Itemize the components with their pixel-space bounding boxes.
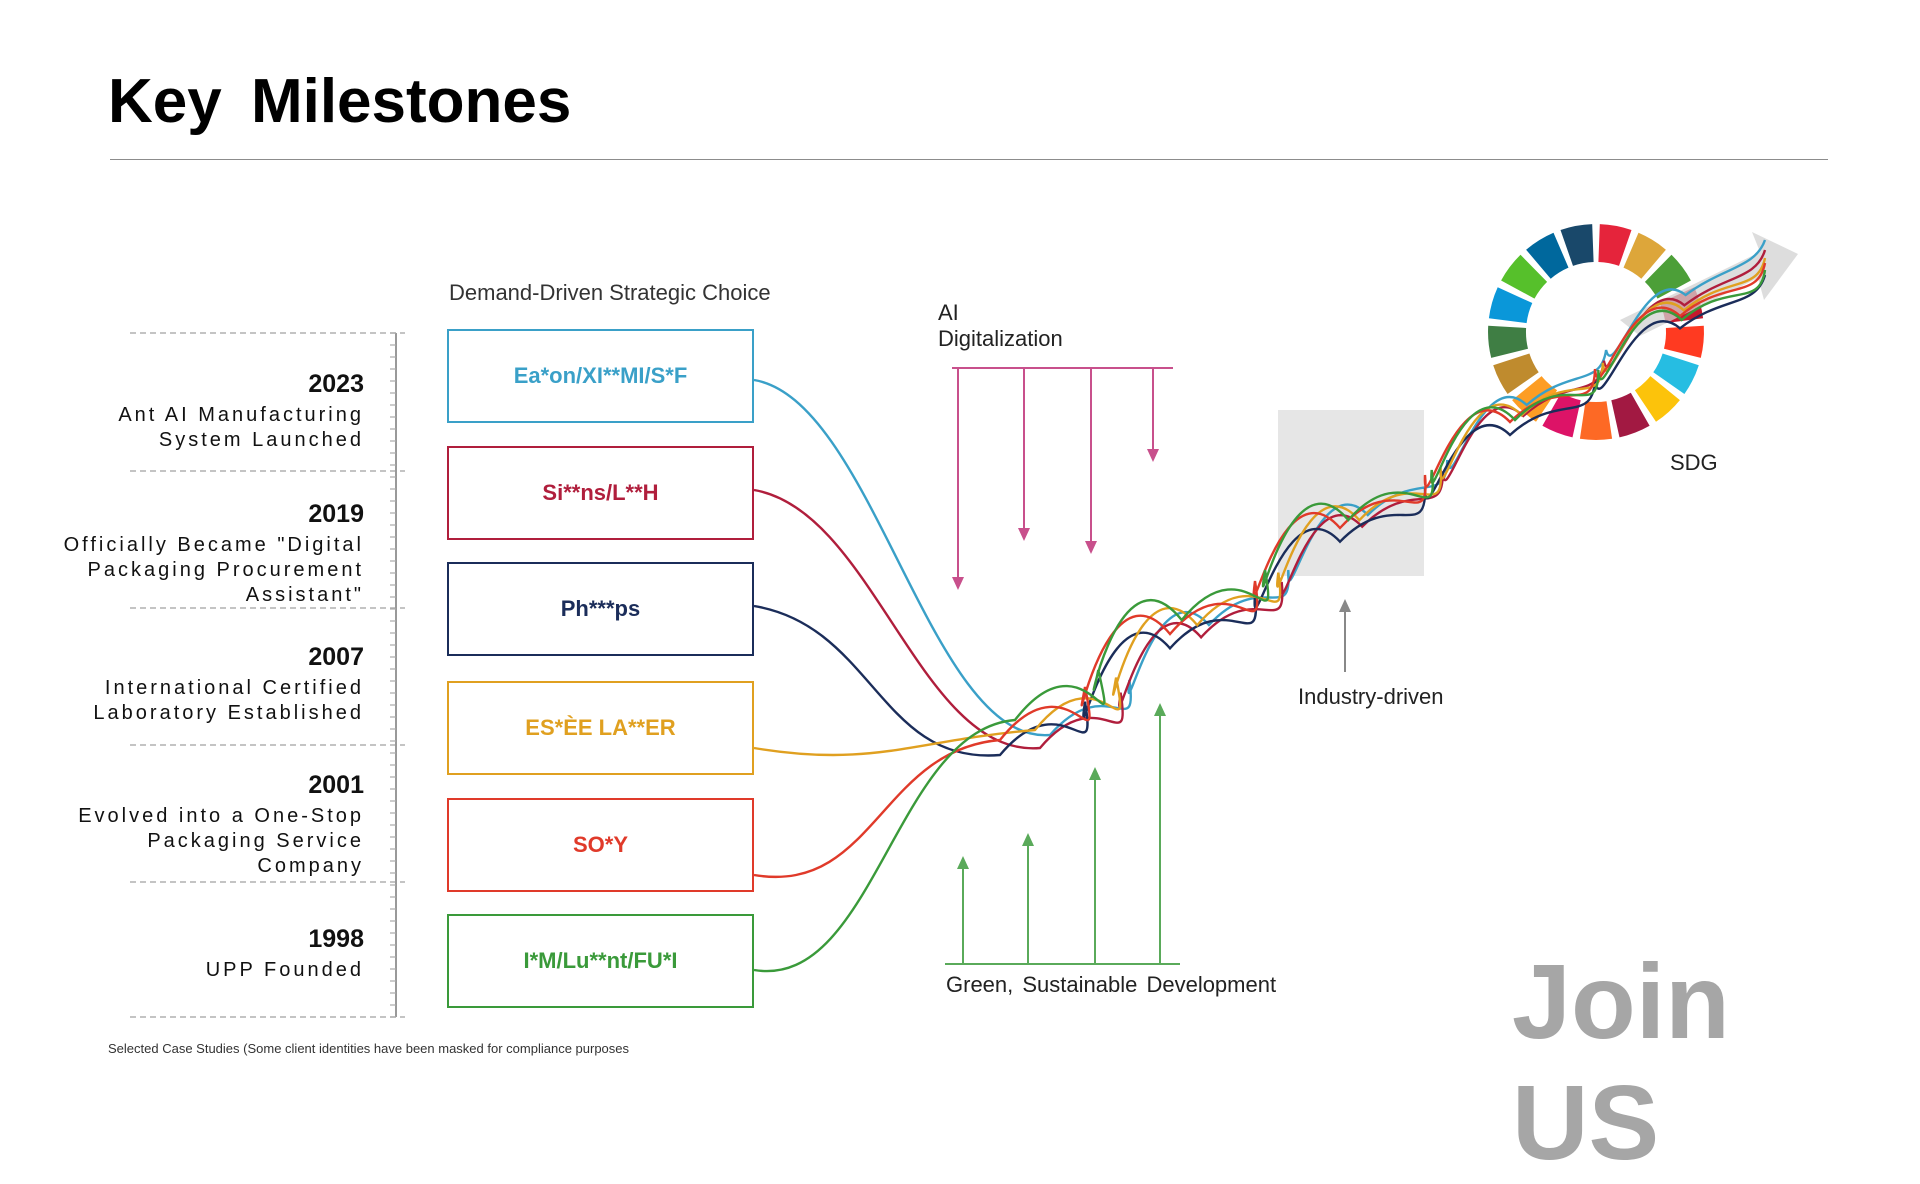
- client-flow-line: [753, 269, 1767, 973]
- milestone-2001: 2001 Evolved into a One-Stop Packaging S…: [64, 771, 364, 879]
- client-box-5: SO*Y: [447, 798, 754, 892]
- client-flow-line: [753, 274, 1767, 757]
- client-name: SO*Y: [572, 832, 629, 857]
- milestone-description: Officially Became "Digital Packaging Pro…: [63, 534, 364, 606]
- footnote: Selected Case Studies (Some client ident…: [108, 1041, 630, 1056]
- client-box-1: Ea*on/XI**MI/S*F: [447, 329, 754, 423]
- green-development-label: Green, Sustainable Development: [946, 972, 1277, 997]
- client-box-3: Ph***ps: [447, 562, 754, 656]
- ai-digitalization-label: AI Digitalization: [938, 300, 1063, 351]
- ai-arrows: [952, 367, 1173, 590]
- sdg-segment: [1598, 224, 1632, 266]
- sdg-wheel: [1488, 224, 1704, 441]
- page-title: Key Milestones: [108, 67, 572, 136]
- milestone-diagram: [130, 224, 1798, 1018]
- client-name: Si**ns/L**H: [542, 480, 659, 505]
- timeline-ruler-ticks: [390, 332, 396, 1018]
- client-box-6: I*M/Lu**nt/FU*I: [447, 914, 754, 1008]
- client-box-4: ES*ÈE LA**ER: [447, 681, 754, 775]
- sdg-segment: [1526, 232, 1569, 279]
- client-flow-line: [753, 239, 1767, 737]
- sdg-label: SDG: [1670, 450, 1718, 475]
- milestone-year: 1998: [308, 925, 364, 953]
- sdg-segment: [1560, 224, 1594, 266]
- milestone-1998: 1998 UPP Founded: [64, 925, 364, 983]
- client-name: ES*ÈE LA**ER: [525, 715, 676, 740]
- milestone-2007: 2007 International Certified Laboratory …: [54, 643, 364, 726]
- clients-heading: Demand-Driven Strategic Choice: [449, 280, 771, 305]
- sdg-segment: [1542, 392, 1581, 438]
- industry-driven-label: Industry-driven: [1298, 684, 1444, 709]
- client-box-2: Si**ns/L**H: [447, 446, 754, 540]
- sdg-segment: [1664, 325, 1704, 358]
- client-flow-line: [753, 257, 1767, 757]
- milestone-description: UPP Founded: [205, 959, 364, 981]
- sdg-segment: [1623, 232, 1666, 279]
- client-flow-lines: [753, 239, 1767, 973]
- timeline-separators: [130, 332, 405, 1018]
- sdg-segment: [1488, 287, 1533, 324]
- sdg-segment: [1611, 392, 1650, 438]
- sdg-segment: [1634, 376, 1680, 422]
- client-flow-line: [753, 262, 1767, 878]
- industry-arrow: [1339, 599, 1351, 672]
- milestone-year: 2001: [308, 771, 364, 799]
- green-arrows: [945, 703, 1180, 965]
- join-us-watermark: Join US: [1512, 943, 1730, 1182]
- milestone-year: 2019: [308, 500, 364, 528]
- client-name: Ph***ps: [560, 596, 641, 621]
- client-name: I*M/Lu**nt/FU*I: [523, 948, 678, 973]
- sdg-segment: [1644, 254, 1691, 299]
- title-divider: [110, 159, 1828, 160]
- milestone-year: 2007: [308, 643, 364, 671]
- client-name: Ea*on/XI**MI/S*F: [513, 363, 688, 388]
- milestone-year: 2023: [308, 370, 364, 398]
- sdg-segment: [1488, 325, 1528, 358]
- milestone-description: Ant AI Manufacturing System Launched: [118, 404, 364, 451]
- milestone-description: Evolved into a One-Stop Packaging Servic…: [78, 805, 364, 877]
- sdg-segment: [1653, 353, 1699, 394]
- client-flow-line: [753, 249, 1767, 750]
- milestone-description: International Certified Laboratory Estab…: [93, 677, 364, 724]
- sdg-segment: [1493, 353, 1539, 394]
- milestone-2019: 2019 Officially Became "Digital Packagin…: [54, 500, 364, 608]
- sdg-segment: [1579, 401, 1613, 441]
- milestone-2023: 2023 Ant AI Manufacturing System Launche…: [94, 370, 364, 453]
- sdg-segment: [1501, 254, 1548, 299]
